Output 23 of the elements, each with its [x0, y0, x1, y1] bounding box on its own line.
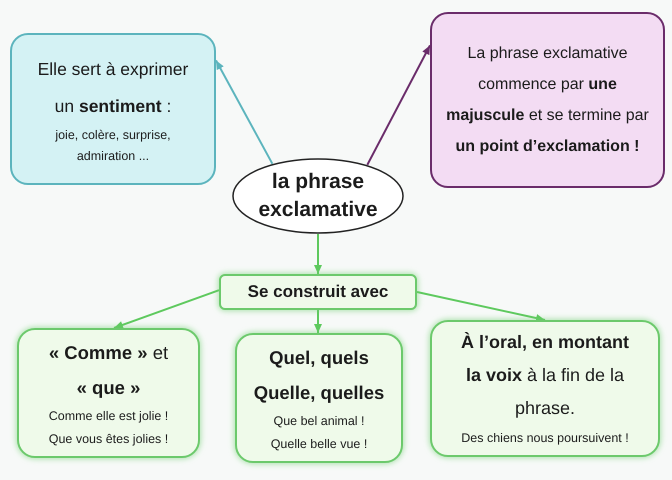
topic-text: la phrase exclamative [257, 169, 379, 223]
examples-text: joie, colère, surprise, admiration ... [54, 127, 172, 165]
arrow [366, 44, 431, 166]
example-text: Que bel animal ! Quelle belle vue ! [270, 413, 368, 453]
example-text: Des chiens nous poursuivent ! [461, 430, 629, 447]
method-box [235, 333, 403, 463]
topic-ellipse [232, 158, 404, 234]
arrow [215, 60, 274, 164]
method-text: Quel, quels Quelle, quelles [252, 346, 386, 405]
arrow [114, 289, 220, 329]
heading-text: Se construit avec [248, 281, 388, 303]
heading-box [219, 274, 417, 310]
rule-text: La phrase exclamative commence par une majuscule et se termine par un point d’exclamation ! [445, 44, 650, 157]
method-text: À l’oral, en montant la voix à la fin de la phrase. [460, 331, 630, 420]
method-box [430, 320, 660, 457]
purpose-text: Elle sert à exprimer un sentiment : [36, 58, 190, 118]
purpose-box [10, 33, 216, 185]
example-text: Comme elle est jolie ! Que vous êtes jolies ! [48, 408, 170, 448]
arrow [314, 310, 322, 333]
method-box [17, 328, 200, 458]
method-text: « Comme » et « que » [48, 341, 170, 400]
arrow [416, 291, 546, 322]
arrow [314, 234, 322, 274]
